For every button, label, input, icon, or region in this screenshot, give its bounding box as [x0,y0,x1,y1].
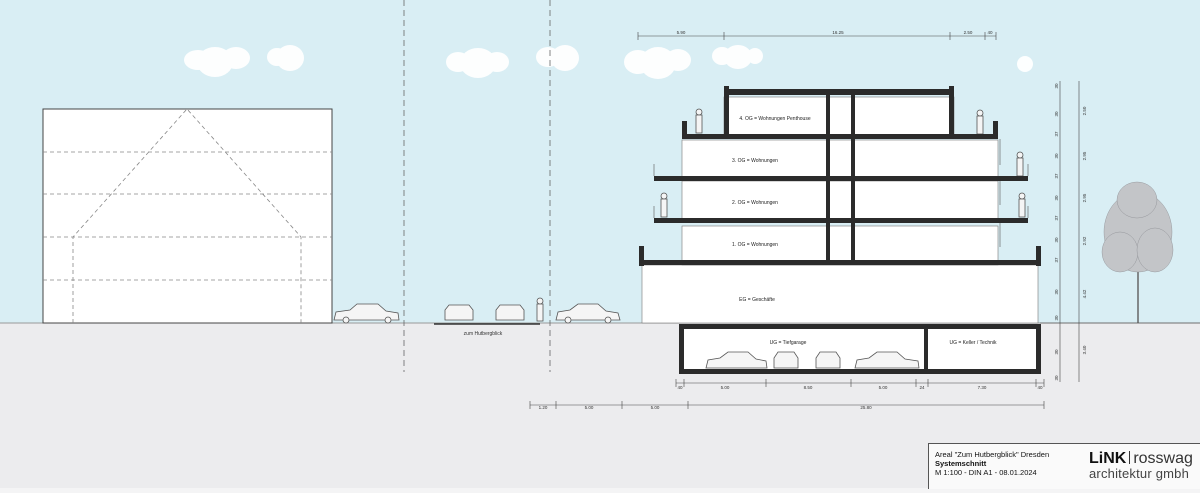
drawing-title: Systemschnitt [935,459,987,468]
dim-top-1: 5.90 [677,30,686,35]
car [854,351,920,369]
dim-bld-6: 7.30 [978,385,987,390]
car [444,304,474,321]
dim-top-3: 2.50 [964,30,973,35]
person [1016,151,1024,177]
dim-r-in-6: 30 [1054,195,1059,201]
cloud [1017,56,1033,72]
title-block: Areal "Zum Hutbergblick" Dresden Systems… [928,443,1200,489]
label-og1: 1. OG = Wohnungen [732,242,778,248]
dim-site-1: 1.20 [539,405,548,410]
cloud [536,45,579,71]
dim-site-2: 5.00 [585,405,594,410]
dim-r-in-9: 37 [1054,257,1059,263]
label-ug-keller: UG = Keller / Technik [949,340,997,346]
dim-bld-7: 40 [1037,385,1043,390]
dim-r-out-5: 4.42 [1082,289,1087,298]
dimension-texts: 5.90 16.25 2.50 40 40 5.00 8.50 5.00 24 … [539,30,1043,410]
section-lines [403,0,551,372]
cloud [267,45,304,71]
person [536,297,544,322]
label-og3: 3. OG = Wohnungen [732,158,778,164]
cloud [712,45,763,69]
dim-site-4: 25.80 [860,405,872,410]
tree [1101,181,1174,323]
clouds [184,45,1033,79]
dims-right: 30 30 37 30 37 30 37 30 37 30 30 30 30 2… [1054,83,1087,381]
label-eg: EG = Geschäfte [739,297,775,303]
logo-brand: LiNK [1089,450,1127,467]
cloud [184,47,250,77]
floor-labels: 4. OG = Wohnungen Penthouse 3. OG = Wohn… [732,116,997,346]
dim-bld-4: 5.00 [879,385,888,390]
dim-top-4: 40 [987,30,993,35]
car [555,303,621,324]
logo-divider [1129,451,1131,464]
garage-cars [705,351,920,369]
label-ug-garage: UG = Tiefgarage [770,340,807,346]
dim-r-out-1: 2.50 [1082,106,1087,115]
dim-r-in-4: 30 [1054,153,1059,159]
dim-r-in-11: 30 [1054,315,1059,321]
title-block-text: Areal "Zum Hutbergblick" Dresden Systems… [935,450,1049,477]
street-cars [333,303,621,324]
dim-site-3: 5.00 [651,405,660,410]
project-title: Areal "Zum Hutbergblick" Dresden [935,450,1050,459]
label-og4: 4. OG = Wohnungen Penthouse [739,116,810,122]
dim-bld-3: 8.50 [804,385,813,390]
dim-r-in-5: 37 [1054,173,1059,179]
person [1018,192,1026,218]
person [976,109,984,135]
car [705,351,768,369]
logo-partner: rosswag [1133,450,1193,467]
logo-subtitle: architektur gmbh [1089,466,1190,481]
dim-bld-5: 24 [919,385,925,390]
street-label: zum Hutbergblick [464,331,503,337]
dim-r-in-3: 37 [1054,131,1059,137]
dim-bld-1: 40 [677,385,683,390]
cloud [446,48,509,78]
car [815,351,841,369]
dim-r-out-2: 2.95 [1082,151,1087,160]
person [695,108,703,134]
dim-r-in-8: 30 [1054,237,1059,243]
dim-r-in-12: 30 [1054,349,1059,355]
dim-r-in-1: 30 [1054,83,1059,89]
dim-r-in-13: 30 [1054,375,1059,381]
dim-top-2: 16.25 [832,30,844,35]
dimension-lines [529,32,1200,409]
dim-r-in-2: 30 [1054,111,1059,117]
dim-bld-2: 5.00 [721,385,730,390]
person [660,192,668,218]
cloud [624,47,691,79]
neighbour-building [42,108,333,324]
dim-r-out-3: 2.95 [1082,193,1087,202]
dim-r-in-10: 30 [1054,289,1059,295]
scale-date: M 1:100 - DIN A1 - 08.01.2024 [935,468,1037,477]
dim-r-out-4: 2.92 [1082,236,1087,245]
car [495,304,525,321]
dim-r-out-6: 3.40 [1082,345,1087,354]
dim-r-in-7: 37 [1054,215,1059,221]
car [333,303,400,324]
car [773,351,799,369]
label-og2: 2. OG = Wohnungen [732,200,778,206]
main-building [639,86,1041,374]
company-logo: LiNK rosswag architektur gmbh [1089,450,1197,481]
